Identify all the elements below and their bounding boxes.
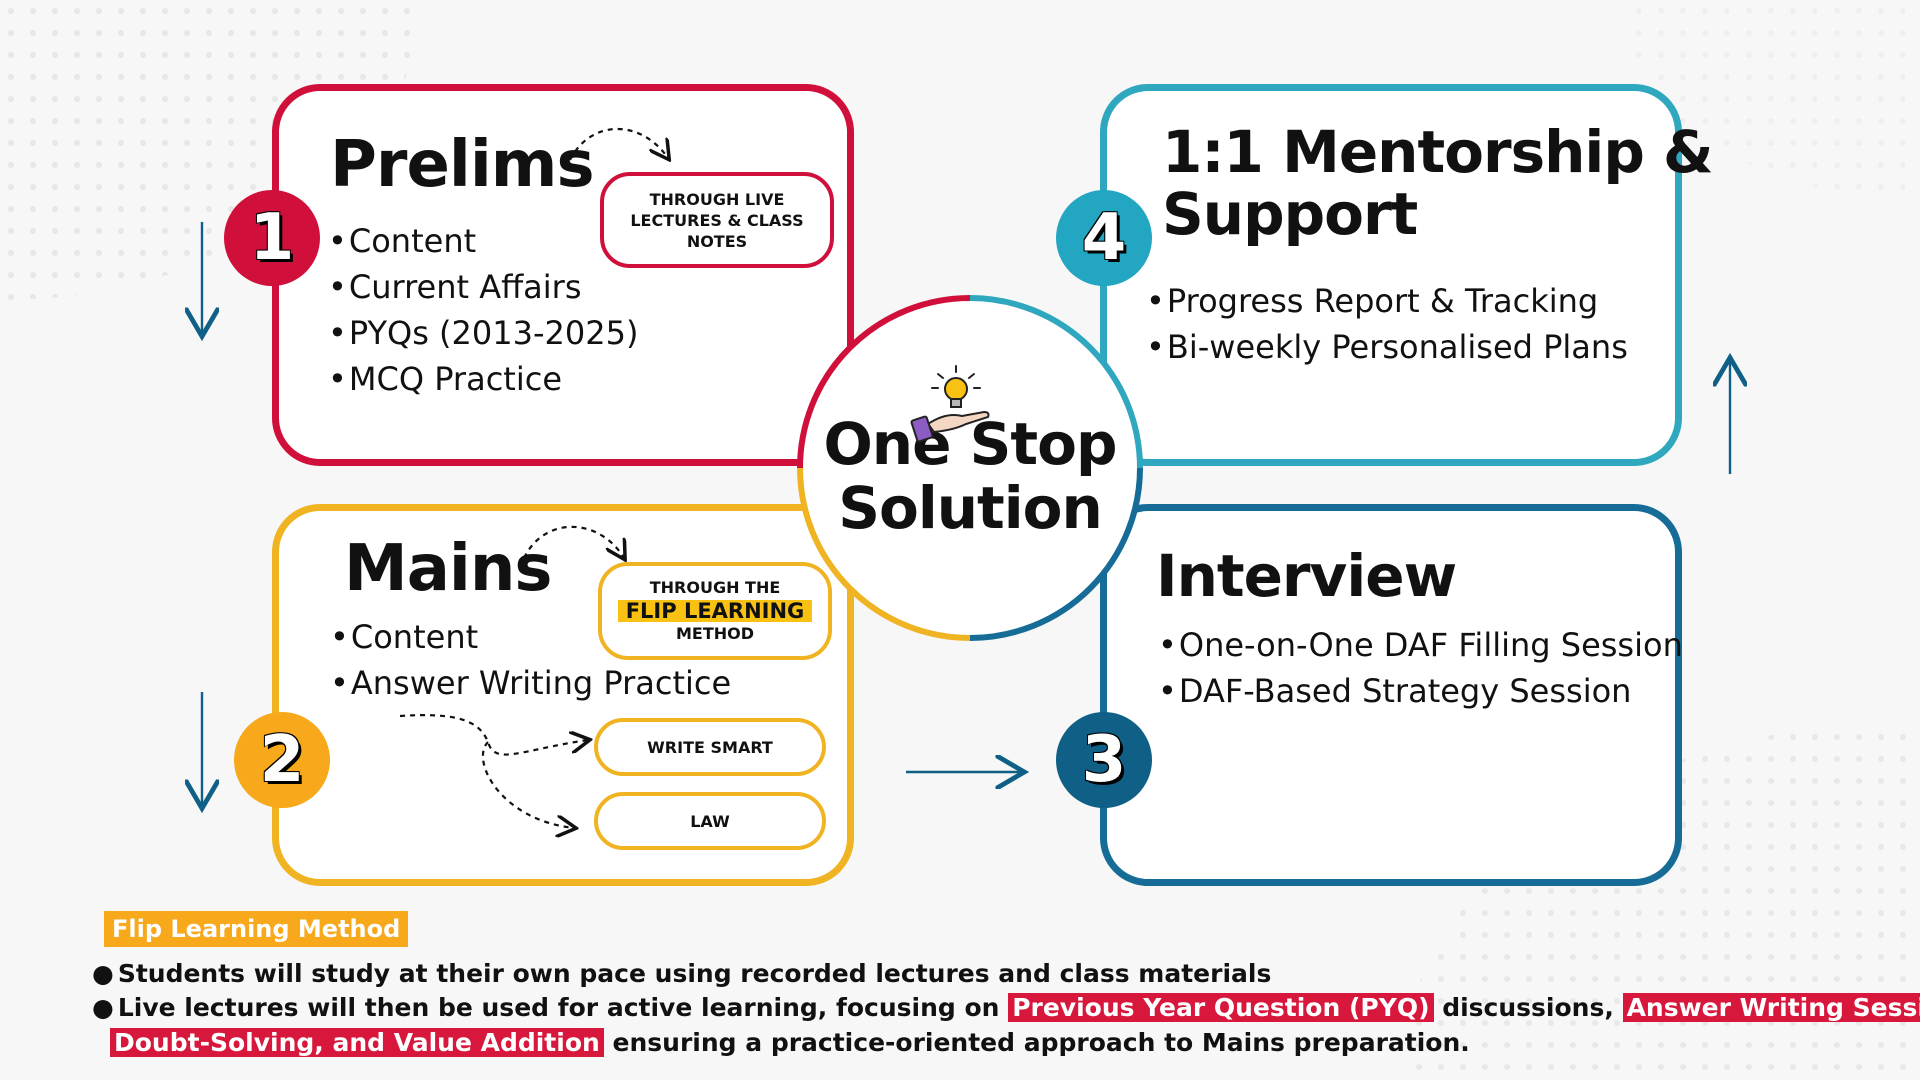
footer-line1-text: Students will study at their own pace us… — [117, 959, 1272, 988]
mains-bullet-content: Content — [330, 614, 731, 660]
mentorship-bullet-progress: Progress Report & Tracking — [1146, 278, 1628, 324]
mains-bullet-list: Content Answer Writing Practice — [330, 614, 731, 706]
mains-tag-line3: METHOD — [675, 624, 755, 643]
law-option: LAW — [594, 792, 826, 850]
prelims-title: Prelims — [330, 128, 595, 202]
footer-bullet-2: ● — [92, 993, 114, 1022]
prelims-tag-line1: THROUGH LIVE — [649, 189, 785, 209]
mains-method-tag: THROUGH THE FLIP LEARNING METHOD — [598, 562, 832, 660]
mains-bullet-answer-writing: Answer Writing Practice — [330, 660, 731, 706]
footer-line-3: Doubt-Solving, and Value Addition ensuri… — [110, 1026, 1470, 1060]
prelims-tag-line2: LECTURES & CLASS NOTES — [630, 210, 804, 251]
mains-title: Mains — [344, 532, 552, 606]
center-ring — [797, 295, 1143, 641]
mains-tag-line1: THROUGH THE — [649, 578, 781, 597]
footer-line2-text-b: discussions, — [1433, 993, 1623, 1022]
step-4-badge: 4 — [1056, 190, 1152, 286]
step-1-badge: 1 — [224, 190, 320, 286]
center-title-line2: Solution — [838, 474, 1103, 542]
interview-bullet-daf-filling: One-on-One DAF Filling Session — [1158, 622, 1683, 668]
footer-line3-text: ensuring a practice-oriented approach to… — [603, 1028, 1470, 1057]
flip-learning-tag: Flip Learning Method — [104, 911, 409, 947]
prelims-bullet-pyqs: PYQs (2013-2025) — [328, 310, 639, 356]
hand-lightbulb-icon — [910, 365, 990, 443]
center-circle — [802, 300, 1138, 636]
footer-line-1: ●Students will study at their own pace u… — [92, 957, 1271, 991]
mentorship-title-line2: Support — [1162, 180, 1418, 248]
write-smart-option: WRITE SMART — [594, 718, 826, 776]
step-2-badge: 2 — [234, 712, 330, 808]
footer-doubt-solving-highlight: Doubt-Solving, and Value Addition — [110, 1028, 604, 1057]
prelims-bullet-current-affairs: Current Affairs — [328, 264, 638, 310]
mentorship-card — [1100, 84, 1682, 466]
prelims-bullet-content: Content — [328, 218, 638, 264]
footer-pyq-highlight: Previous Year Question (PYQ) — [1008, 993, 1434, 1022]
prelims-bullet-mcq-practice: MCQ Practice — [328, 356, 638, 402]
law-label: LAW — [690, 811, 730, 831]
footer-answer-writing-highlight: Answer Writing Sessions, — [1622, 993, 1920, 1022]
footer-bullet-1: ● — [92, 959, 114, 988]
mentorship-bullet-plans: Bi-weekly Personalised Plans — [1146, 324, 1628, 370]
mains-tag-highlight: FLIP LEARNING — [617, 600, 813, 622]
center-title: One Stop Solution — [802, 412, 1138, 540]
write-smart-label: WRITE SMART — [647, 737, 773, 757]
footer-line-2: ●Live lectures will then be used for act… — [92, 991, 1920, 1025]
interview-title: Interview — [1156, 542, 1457, 610]
prelims-bullet-list: Content Current Affairs PYQs (2013-2025)… — [328, 218, 639, 402]
interview-bullet-list: One-on-One DAF Filling Session DAF-Based… — [1158, 622, 1683, 714]
interview-bullet-daf-strategy: DAF-Based Strategy Session — [1158, 668, 1683, 714]
prelims-method-tag: THROUGH LIVE LECTURES & CLASS NOTES — [600, 172, 834, 268]
mentorship-bullet-list: Progress Report & Tracking Bi-weekly Per… — [1146, 278, 1628, 370]
step-3-badge: 3 — [1056, 712, 1152, 808]
mentorship-title-line1: 1:1 Mentorship & — [1162, 118, 1714, 186]
footer-line2-text-a: Live lectures will then be used for acti… — [117, 993, 1009, 1022]
